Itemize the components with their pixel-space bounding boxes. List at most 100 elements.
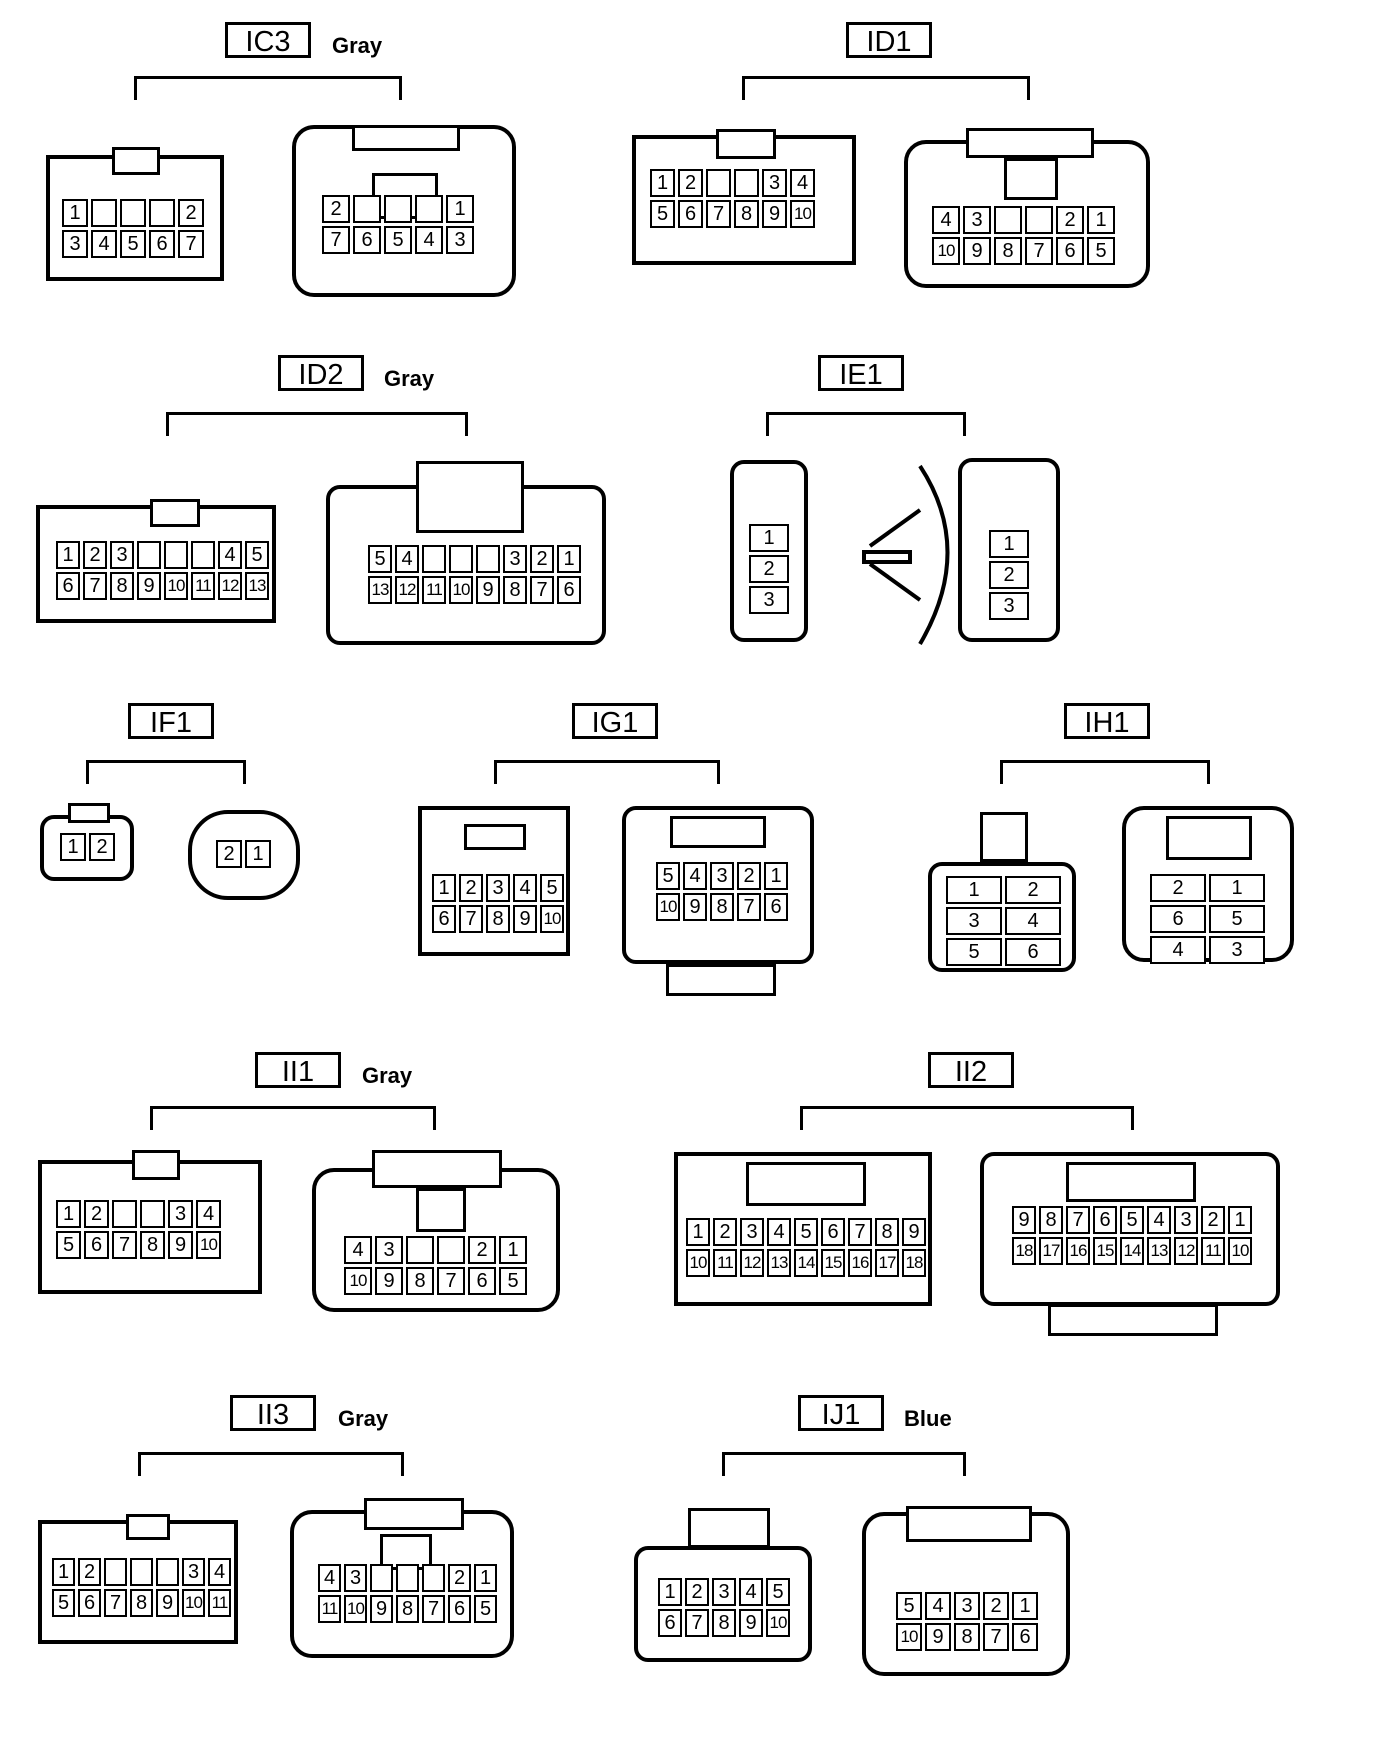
pin-cavity: 10	[344, 1595, 367, 1623]
pin-cavity: 6	[353, 226, 381, 254]
pin-cavity: 1	[989, 530, 1029, 558]
pin-cavity: 4	[218, 541, 242, 569]
connector-color-label: Blue	[904, 1406, 952, 1431]
pin-cavity: 7	[706, 200, 731, 228]
pin-cavity: 10	[790, 200, 815, 228]
pin-cavity: 8	[734, 200, 759, 228]
pin-cavity-blank	[437, 1236, 465, 1264]
pin-cavity: 6	[658, 1609, 682, 1637]
lock-foot	[666, 964, 776, 996]
pin-cavity: 5	[946, 938, 1002, 966]
connector-bracket	[766, 412, 966, 436]
pin-cavity: 5	[650, 200, 675, 228]
connector-color-label: Gray	[338, 1406, 389, 1431]
pin-cavity-blank	[120, 199, 146, 227]
pin-cavity: 5	[499, 1267, 527, 1295]
pin-cavity: 13	[245, 572, 269, 600]
pin-cavity: 10	[540, 905, 564, 933]
pin-cavity: 16	[848, 1249, 872, 1277]
pin-cavity: 10	[686, 1249, 710, 1277]
pin-cavity: 3	[963, 206, 991, 234]
pin-cavity: 9	[168, 1231, 193, 1259]
pin-cavity: 9	[683, 893, 707, 921]
pin-cavity: 5	[896, 1592, 922, 1620]
pin-cavity: 1	[946, 876, 1002, 904]
lock-tab	[364, 1498, 464, 1530]
pin-cavity: 7	[83, 572, 107, 600]
pin-cavity-blank	[1025, 206, 1053, 234]
pin-cavity: 1	[1087, 206, 1115, 234]
pin-cavity: 5	[474, 1595, 497, 1623]
pin-cavity: 6	[468, 1267, 496, 1295]
pin-cavity: 14	[794, 1249, 818, 1277]
pin-cavity: 9	[902, 1218, 926, 1246]
pin-cavity: 1	[245, 840, 271, 868]
lock-tab	[746, 1162, 866, 1206]
pin-cavity-blank	[384, 195, 412, 223]
connector-bracket	[742, 76, 1030, 100]
connector-id-tag: IJ1	[798, 1395, 884, 1431]
pin-cavity-blank	[422, 545, 446, 573]
pin-cavity: 4	[395, 545, 419, 573]
connector-color-label: Gray	[332, 33, 383, 58]
pin-cavity: 2	[1056, 206, 1084, 234]
pin-cavity-blank	[156, 1558, 179, 1586]
pin-cavity: 8	[503, 576, 527, 604]
pin-cavity: 6	[56, 572, 80, 600]
pin-cavity: 10	[449, 576, 473, 604]
lock-tab	[1066, 1162, 1196, 1202]
pin-cavity-blank	[353, 195, 381, 223]
pin-cavity: 4	[767, 1218, 791, 1246]
pin-cavity: 7	[178, 230, 204, 258]
pin-cavity: 18	[902, 1249, 926, 1277]
pin-cavity-blank	[994, 206, 1022, 234]
lock-tab	[416, 461, 524, 533]
pin-cavity: 7	[322, 226, 350, 254]
connector-id-tag: IF1	[128, 703, 214, 739]
pin-cavity: 11	[208, 1589, 231, 1617]
pin-cavity: 3	[712, 1578, 736, 1606]
pin-cavity: 3	[1209, 936, 1265, 964]
pin-cavity: 3	[762, 169, 787, 197]
pin-cavity: 6	[678, 200, 703, 228]
pin-cavity: 4	[415, 226, 443, 254]
pin-cavity: 7	[437, 1267, 465, 1295]
pin-cavity: 4	[344, 1236, 372, 1264]
pin-cavity: 5	[1120, 1206, 1144, 1234]
pin-cavity: 4	[1147, 1206, 1171, 1234]
pin-cavity: 9	[370, 1595, 393, 1623]
pin-cavity: 10	[196, 1231, 221, 1259]
pin-cavity: 9	[1012, 1206, 1036, 1234]
pin-cavity: 12	[740, 1249, 764, 1277]
pin-cavity: 5	[1087, 237, 1115, 265]
pin-cavity: 1	[1012, 1592, 1038, 1620]
pin-cavity: 7	[104, 1589, 127, 1617]
pin-cavity: 2	[216, 840, 242, 868]
lock-tab	[966, 128, 1094, 158]
pin-cavity: 6	[84, 1231, 109, 1259]
lock-tab	[112, 147, 160, 175]
pin-cavity: 10	[164, 572, 188, 600]
pin-cavity: 2	[989, 561, 1029, 589]
pin-cavity: 5	[368, 545, 392, 573]
pin-cavity: 3	[486, 874, 510, 902]
